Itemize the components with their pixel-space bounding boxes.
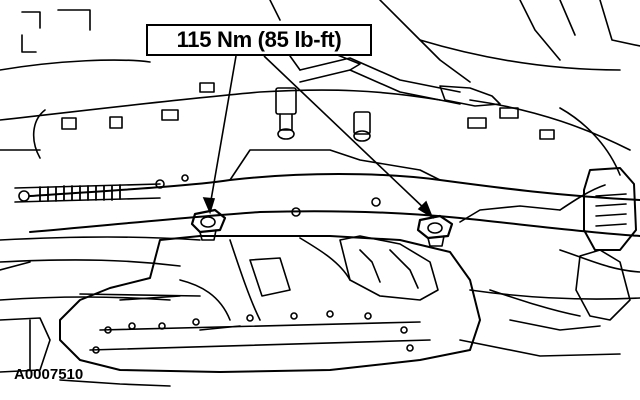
- oil-pan-bolts: [92, 310, 414, 354]
- subframe-bolt-right: [416, 214, 454, 247]
- arrowhead-right: [417, 200, 434, 219]
- upper-strut: [289, 51, 501, 107]
- body-plug-holes: [61, 82, 555, 140]
- right-mount-bracket: [459, 167, 637, 357]
- torque-leader-lines: [202, 55, 434, 219]
- lower-left-rail: [0, 317, 171, 387]
- figure-id-label: A0007510: [14, 366, 84, 383]
- steering-rack: [14, 183, 161, 203]
- upper-bolt-right: [353, 111, 371, 142]
- subframe-crossmember: [0, 149, 640, 301]
- transmission-oil-pan: [59, 235, 481, 373]
- arrowhead-left: [202, 197, 216, 215]
- leader-line-left: [209, 55, 237, 207]
- torque-spec-callout: 115 Nm (85 lb-ft): [146, 24, 372, 56]
- leader-line-right: [263, 55, 429, 213]
- crossmember-holes: [155, 174, 381, 217]
- corner-bracket: [21, 9, 91, 53]
- upper-bolt-left: [275, 87, 297, 140]
